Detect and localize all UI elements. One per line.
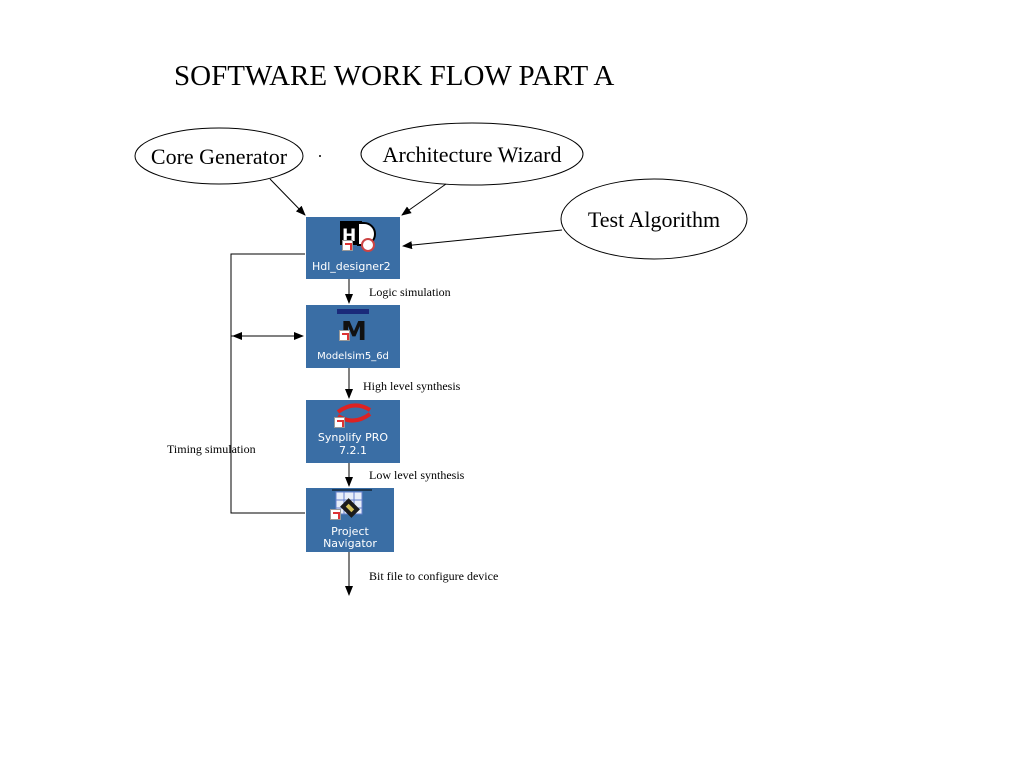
logic-simulation-label: Logic simulation (369, 285, 451, 299)
project-navigator-tile: Project Navigator (306, 488, 394, 552)
page-title: SOFTWARE WORK FLOW PART A (174, 60, 615, 92)
modelsim-caption: Modelsim5_6d (317, 351, 389, 362)
synplify-caption-line1: Synplify PRO (317, 431, 389, 444)
timing-loop (230, 253, 305, 514)
hdl-designer-caption: Hdl_designer2 (312, 260, 391, 273)
arrow-test-to-hdl (402, 229, 563, 250)
synplify-tile: Synplify PRO 7.2.1 (306, 400, 400, 463)
architecture-wizard-ellipse (360, 122, 584, 186)
shortcut-icon (342, 240, 353, 251)
arrow-arch-to-hdl (401, 183, 447, 216)
synplify-caption-line2: 7.2.1 (339, 444, 367, 457)
arrow-core-to-hdl (269, 178, 306, 216)
modelsim-tile: M Modelsim5_6d (306, 305, 400, 368)
core-generator-label: Core Generator (150, 144, 288, 169)
hdl-designer-icon: H (340, 221, 376, 252)
shortcut-icon (334, 417, 345, 428)
project-navigator-caption-line2: Navigator (323, 537, 377, 550)
shortcut-icon (330, 509, 341, 520)
test-algorithm-ellipse (560, 178, 748, 260)
high-level-synthesis-label: High level synthesis (363, 379, 461, 393)
project-navigator-caption-line1: Project (331, 525, 369, 538)
timing-simulation-label: Timing simulation (167, 442, 256, 456)
low-level-synthesis-label: Low level synthesis (369, 468, 465, 482)
shortcut-icon (339, 330, 350, 341)
core-generator-ellipse (134, 127, 304, 185)
bit-file-label: Bit file to configure device (369, 569, 499, 583)
test-algorithm-label: Test Algorithm (587, 207, 721, 232)
architecture-wizard-label: Architecture Wizard (382, 142, 562, 167)
project-navigator-icon (332, 489, 372, 518)
hdl-designer-tile: H Hdl_designer2 (306, 217, 400, 279)
